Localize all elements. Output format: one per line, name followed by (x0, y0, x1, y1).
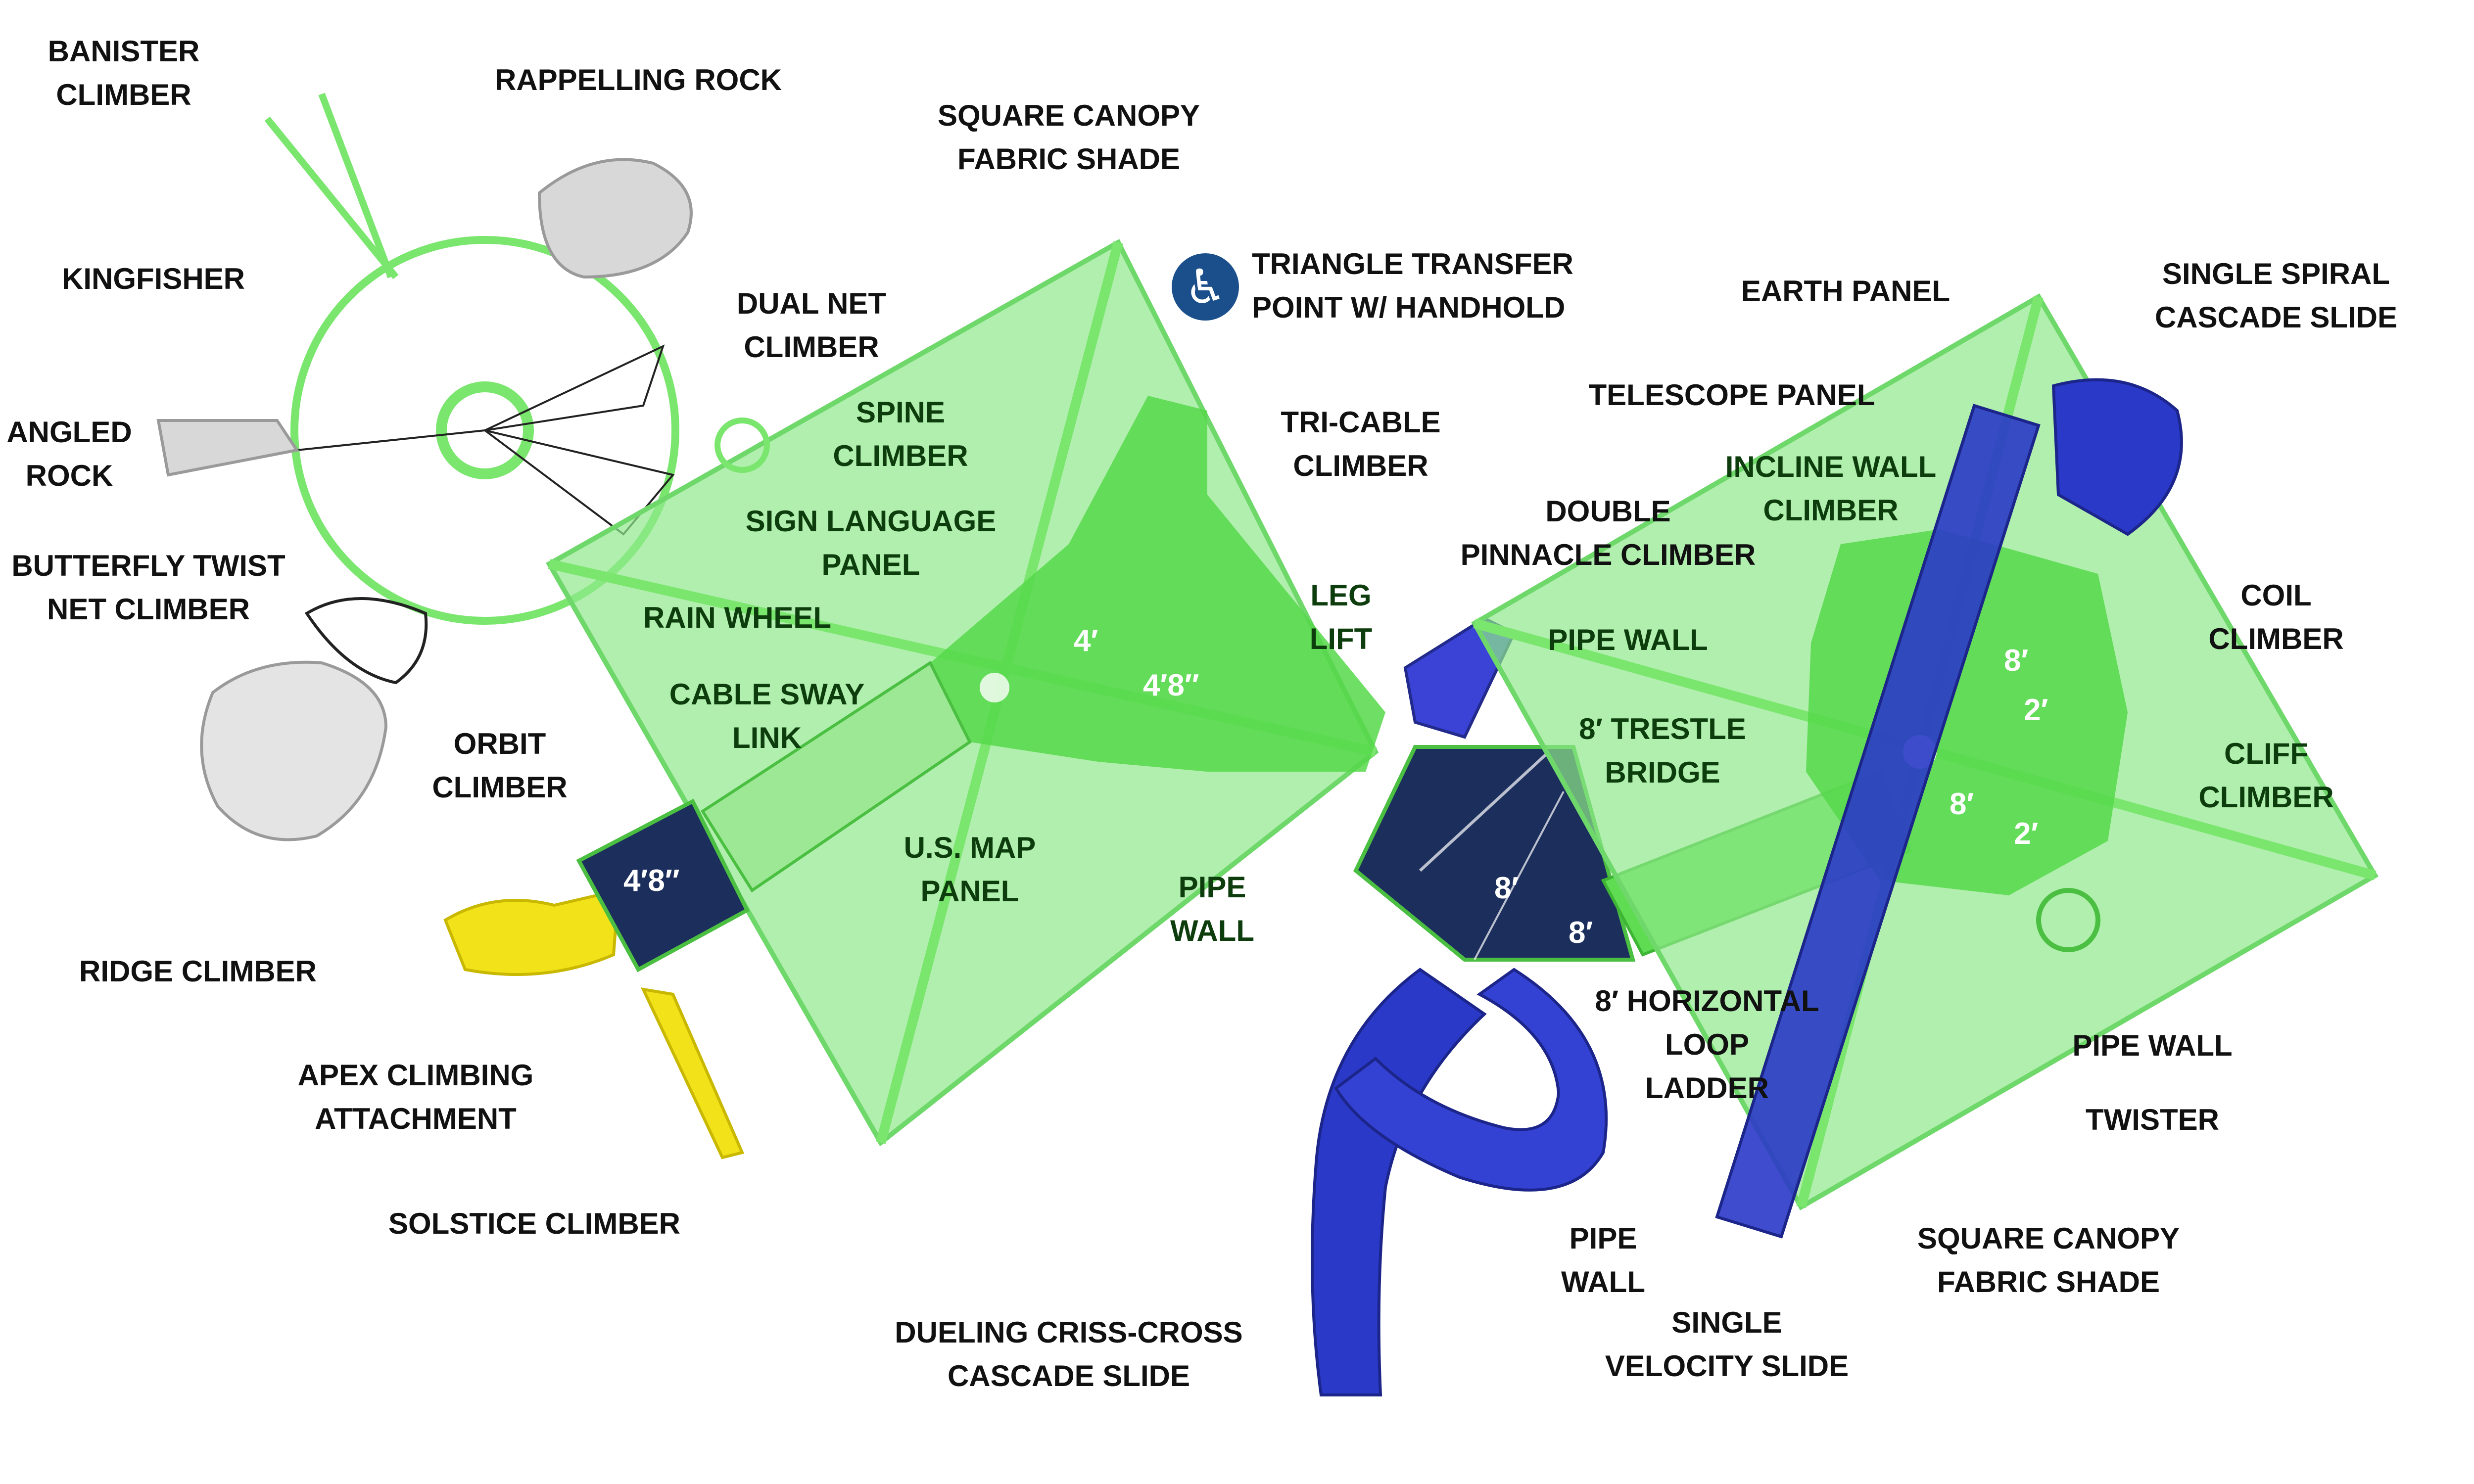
label-pipe-wall-right: PIPE WALL (2072, 1029, 2233, 1062)
deck-height-right-b: 2′ (2024, 693, 2048, 727)
banister-climber-rails (264, 93, 399, 279)
label-solstice-climber: SOLSTICE CLIMBER (388, 1207, 680, 1240)
label-earth-panel: EARTH PANEL (1741, 275, 1951, 308)
small-deck (576, 798, 750, 973)
single-velocity-slide (1715, 404, 2041, 1239)
kingfisher-ring (290, 236, 679, 625)
yellow-climbers (443, 888, 745, 1159)
deck-height-left-main: 4′8″ (1143, 668, 1199, 702)
label-pipe-wall-upper: PIPE WALL (1548, 623, 1708, 656)
butterfly-net-climber (304, 597, 428, 685)
label-telescope-panel: TELESCOPE PANEL (1588, 378, 1875, 412)
deck-height-left-upper: 4′ (1074, 624, 1098, 658)
deck-height-small: 4′8″ (623, 864, 680, 898)
label-ridge-climber: RIDGE CLIMBER (79, 955, 317, 988)
label-twister: TWISTER (2086, 1103, 2219, 1136)
single-spiral-slide (2051, 378, 2183, 536)
label-rappelling-rock: RAPPELLING ROCK (494, 63, 782, 96)
deck-height-right-a: 8′ (2004, 644, 2029, 678)
dueling-criss-cross-slide (1311, 968, 1608, 1396)
cable-sway-bridge (700, 660, 972, 893)
deck-height-right-c: 8′ (1950, 787, 1974, 821)
deck-height-center-a: 8′ (1494, 871, 1519, 905)
deck-height-right-d: 2′ (2014, 817, 2039, 851)
label-kingfisher: KINGFISHER (61, 262, 245, 295)
label-rain-wheel: RAIN WHEEL (643, 601, 831, 634)
accessibility-icon: ♿ (1172, 253, 1239, 321)
deck-height-center-b: 8′ (1569, 916, 1593, 950)
rocks (156, 158, 693, 841)
left-deck (930, 396, 1385, 772)
